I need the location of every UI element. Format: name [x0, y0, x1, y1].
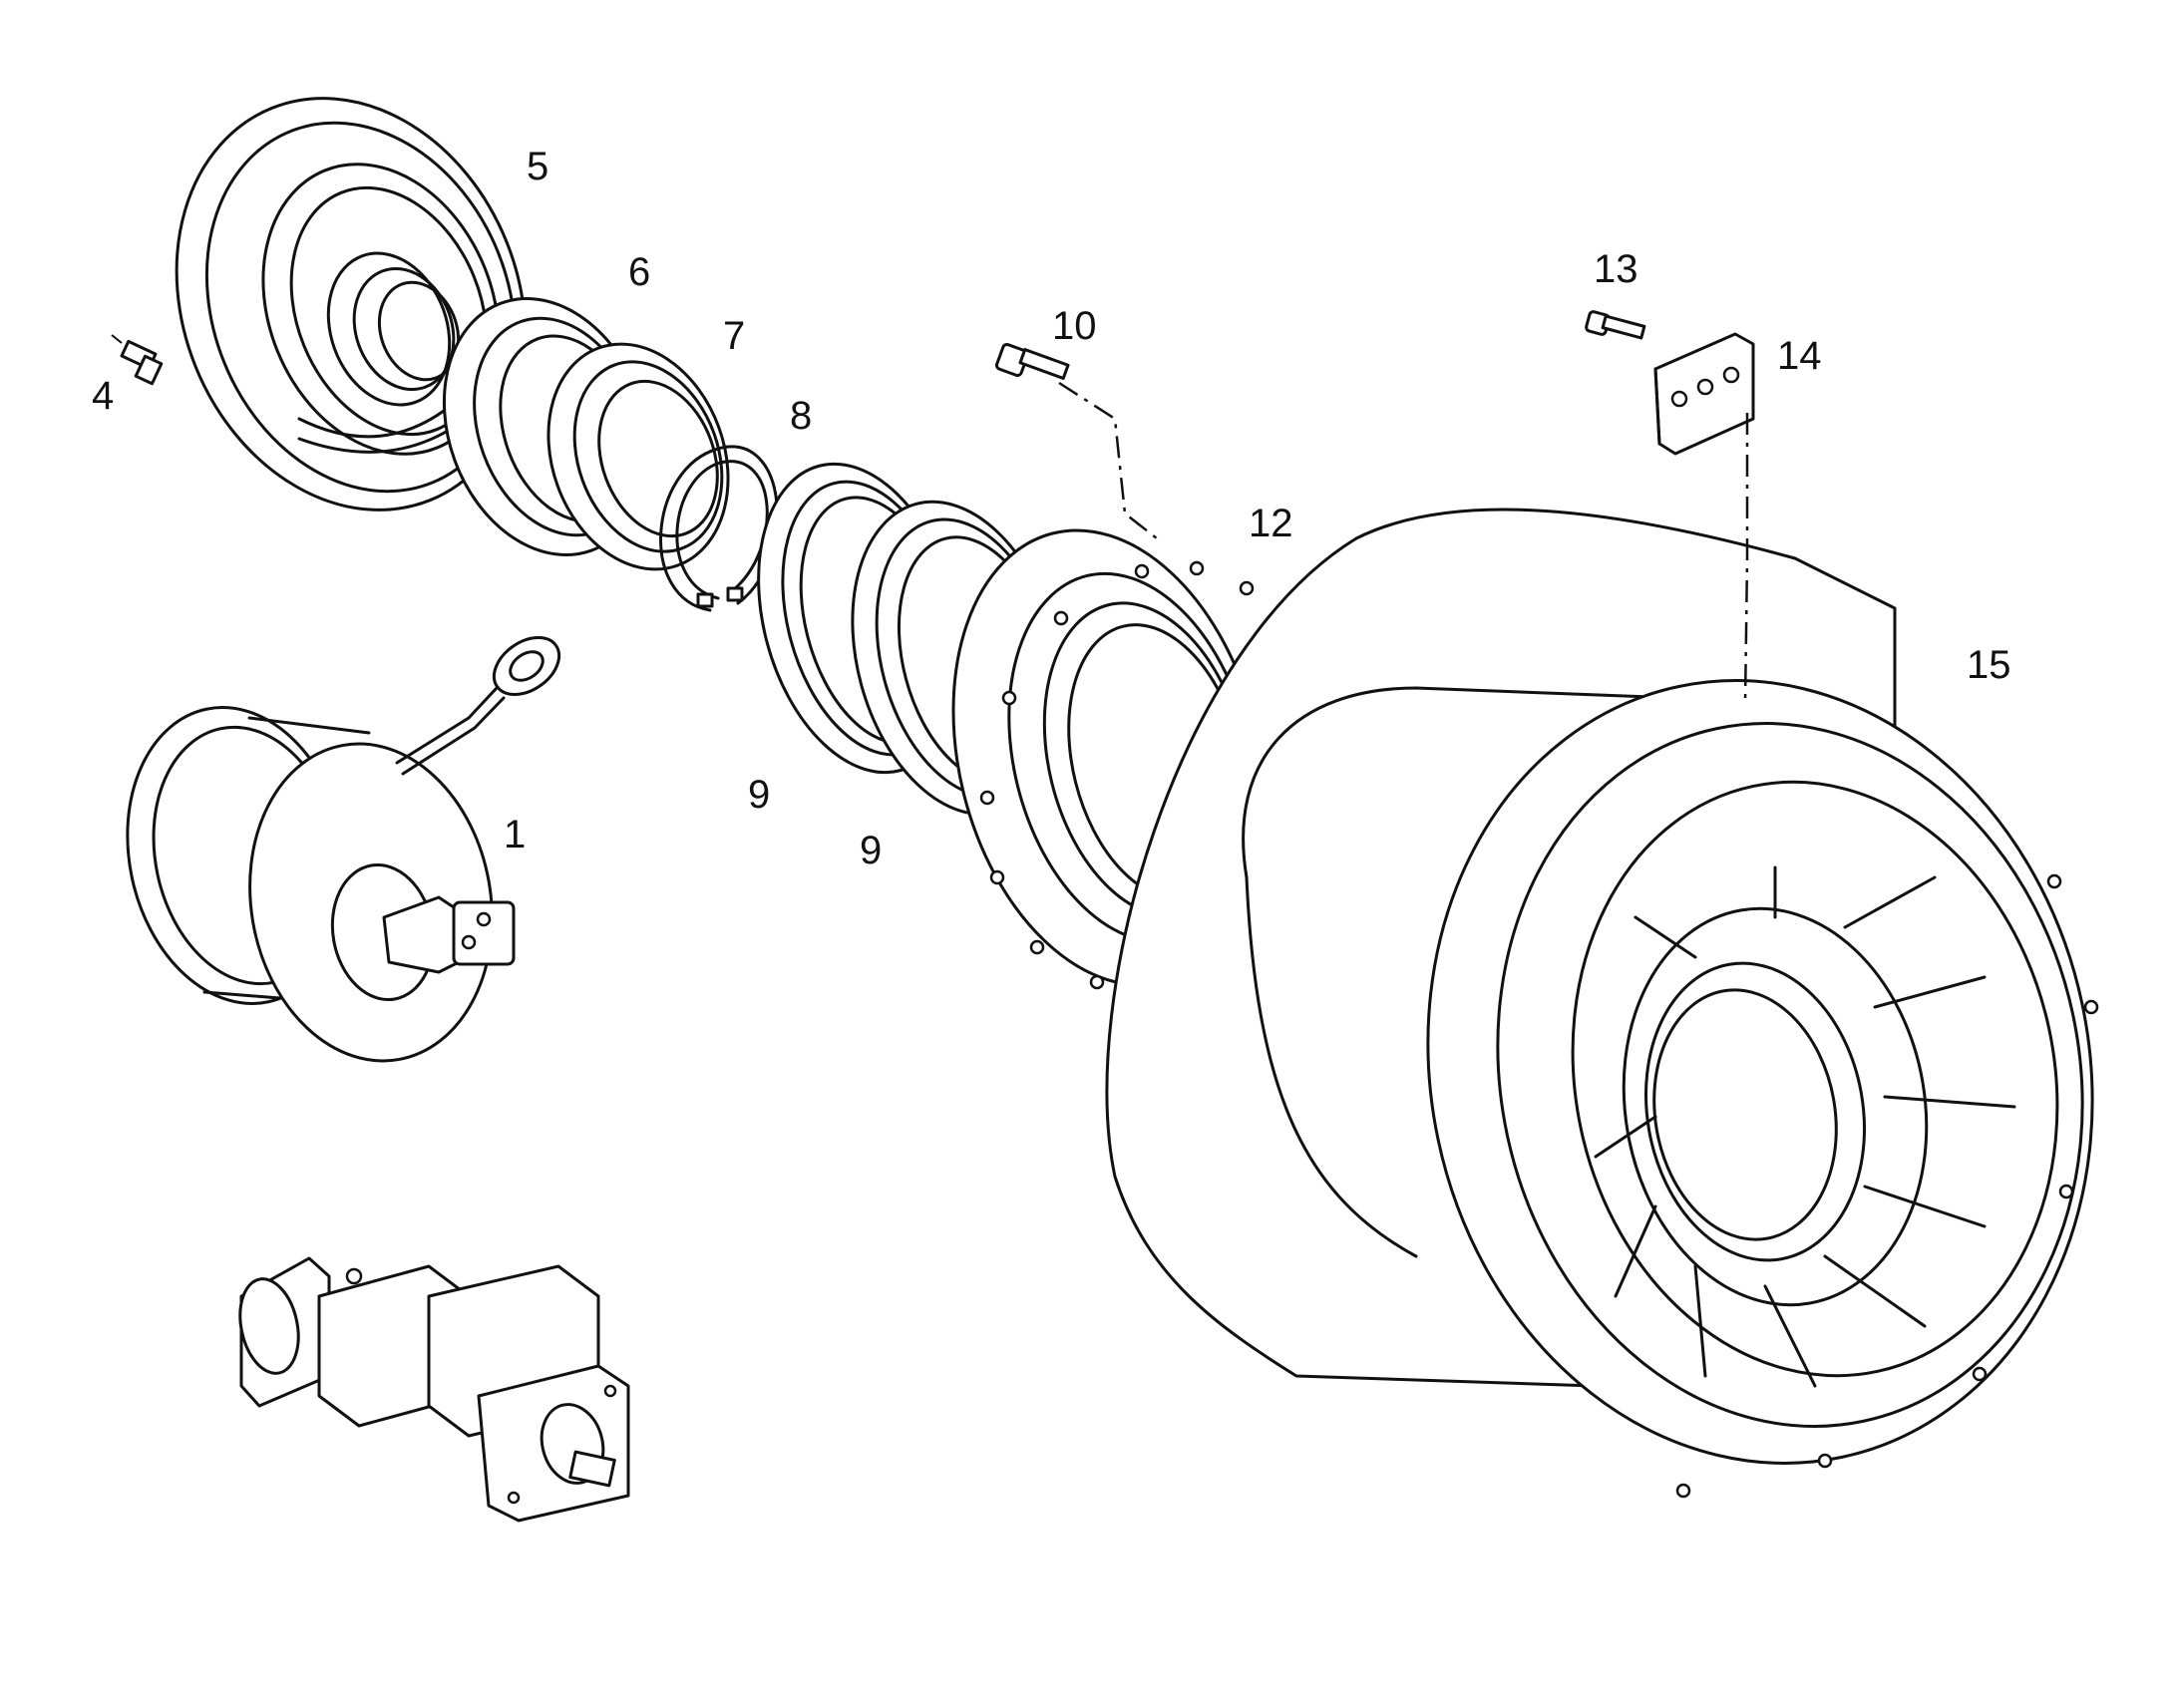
callout-9b: 9: [860, 829, 882, 872]
callout-13: 13: [1594, 247, 1638, 291]
part-10-bolt: [994, 342, 1070, 380]
callout-7: 7: [723, 314, 745, 358]
callout-10: 10: [1052, 304, 1097, 348]
part-5-pulley-cover: [175, 97, 528, 512]
callout-labels: 1 4 5 6 7 8 9 9 10 12 13 14 15: [92, 145, 2011, 872]
motor-assembly: [238, 1256, 630, 1523]
part-13-screw: [1585, 310, 1646, 340]
callout-1: 1: [504, 813, 526, 856]
callout-15: 15: [1967, 643, 2011, 687]
callout-8: 8: [790, 394, 812, 438]
callout-6: 6: [628, 250, 650, 294]
part-14-clamp-plate: [1653, 332, 1755, 456]
callout-5: 5: [527, 145, 548, 188]
callout-4: 4: [92, 374, 114, 418]
part-4-fitting: [111, 334, 164, 386]
part-1-reel-assembly: [126, 635, 561, 1063]
callout-9a: 9: [748, 773, 770, 817]
callout-14: 14: [1777, 334, 1822, 378]
part-7-ring: [546, 342, 730, 571]
part-15-housing: [1105, 508, 2099, 1499]
assembly-lines: [1058, 381, 1749, 704]
callout-12: 12: [1249, 502, 1293, 545]
